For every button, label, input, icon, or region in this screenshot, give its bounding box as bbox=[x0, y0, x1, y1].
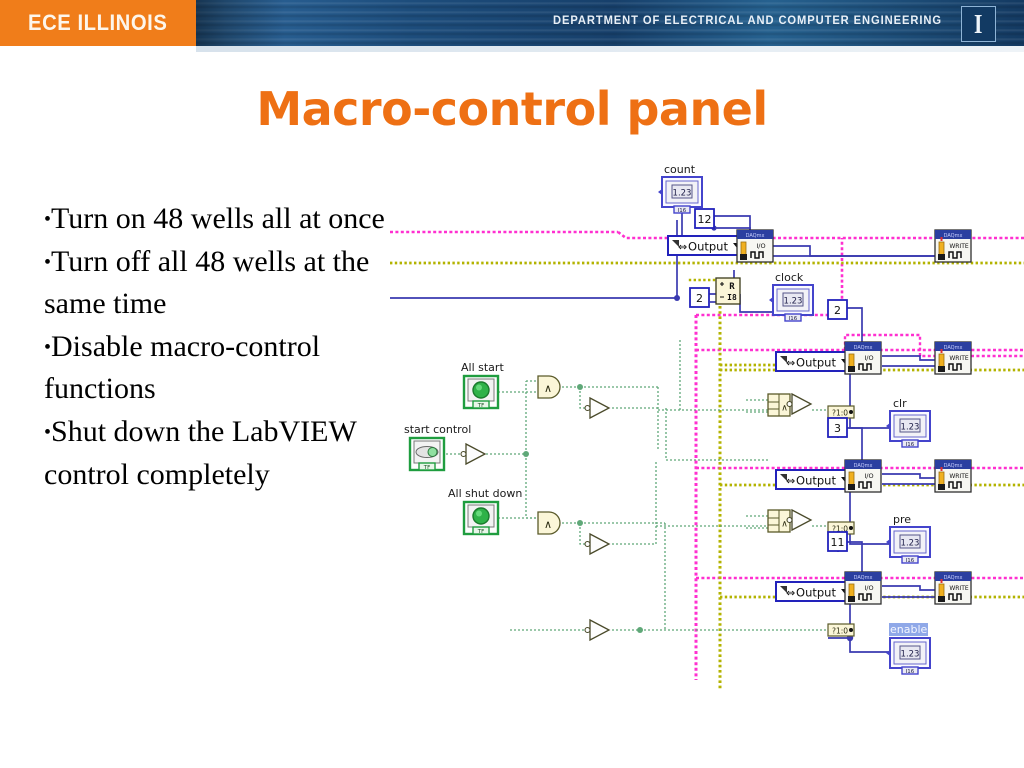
not-gate-start-control[interactable] bbox=[460, 443, 486, 465]
constant-2-b[interactable]: 2 bbox=[827, 299, 848, 320]
property-node-output-4[interactable] bbox=[775, 581, 855, 602]
list-item-text: Turn on 48 wells all at once bbox=[51, 202, 385, 235]
quotient-remainder-node[interactable] bbox=[715, 277, 741, 305]
block-i-logo-icon: I bbox=[961, 6, 996, 42]
constant-12[interactable]: 12 bbox=[694, 208, 715, 229]
department-title: DEPARTMENT OF ELECTRICAL AND COMPUTER EN… bbox=[553, 15, 942, 27]
all-start-control[interactable] bbox=[462, 374, 500, 411]
node-layer: 12 bbox=[408, 176, 972, 677]
bullet-marker-icon: • bbox=[44, 421, 52, 444]
list-item: •Disable macro-control functions bbox=[44, 326, 396, 411]
daqmx-io-node-4[interactable] bbox=[844, 571, 882, 605]
pre-indicator[interactable] bbox=[885, 526, 931, 566]
bullet-marker-icon: • bbox=[44, 208, 52, 231]
bullet-marker-icon: • bbox=[44, 251, 52, 273]
list-item: •Shut down the LabVIEW control completel… bbox=[44, 411, 396, 496]
enable-label: enable bbox=[889, 623, 929, 636]
svg-text:11: 11 bbox=[831, 536, 845, 549]
all-start-label: All start bbox=[461, 361, 504, 374]
start-control[interactable] bbox=[408, 436, 446, 473]
compare-node-1[interactable] bbox=[827, 405, 855, 419]
list-item-text: Shut down the LabVIEW control completely bbox=[44, 414, 357, 491]
list-item: •Turn on 48 wells all at once bbox=[44, 198, 396, 241]
ece-illinois-logo[interactable]: ECE ILLINOIS bbox=[0, 0, 196, 46]
count-label: count bbox=[664, 163, 696, 176]
svg-text:3: 3 bbox=[834, 422, 841, 435]
clr-indicator[interactable] bbox=[885, 410, 931, 450]
wire-layer bbox=[390, 207, 1024, 690]
site-header-banner: ECE ILLINOIS DEPARTMENT OF ELECTRICAL AN… bbox=[0, 0, 1024, 46]
property-node-output-2[interactable] bbox=[775, 351, 855, 372]
property-node-output-3[interactable] bbox=[775, 469, 855, 490]
constant-11[interactable]: 11 bbox=[827, 531, 848, 552]
ece-illinois-logo-text: ECE ILLINOIS bbox=[28, 10, 168, 35]
daqmx-write-node-4[interactable] bbox=[934, 571, 972, 605]
svg-text:2: 2 bbox=[834, 304, 841, 317]
constant-3[interactable]: 3 bbox=[827, 417, 848, 438]
clr-label: clr bbox=[893, 397, 907, 410]
list-item-text: Turn off all 48 wells at the same time bbox=[44, 244, 370, 321]
pre-label: pre bbox=[893, 513, 912, 526]
bullet-marker-icon: • bbox=[44, 336, 52, 359]
all-shut-down-control[interactable] bbox=[462, 500, 500, 537]
daqmx-write-node-2[interactable] bbox=[934, 341, 972, 375]
compare-node-3[interactable] bbox=[827, 623, 855, 637]
clock-label: clock bbox=[775, 271, 804, 284]
banner-underline bbox=[0, 46, 1024, 52]
bullet-list: •Turn on 48 wells all at once •Turn off … bbox=[44, 198, 396, 496]
green-mid-wires bbox=[746, 399, 770, 529]
daqmx-io-node-3[interactable] bbox=[844, 459, 882, 493]
page-title: Macro-control panel bbox=[256, 82, 768, 136]
not-gate-2[interactable] bbox=[584, 533, 610, 555]
and-gate-2[interactable] bbox=[537, 511, 561, 535]
not-gate-bottom[interactable] bbox=[584, 619, 610, 641]
property-node-output-1[interactable] bbox=[667, 235, 747, 256]
daqmx-write-node-3[interactable] bbox=[934, 459, 972, 493]
all-shut-down-label: All shut down bbox=[448, 487, 523, 500]
constant-2-a[interactable]: 2 bbox=[689, 287, 710, 308]
svg-text:2: 2 bbox=[696, 292, 703, 305]
and-gate-1[interactable] bbox=[537, 375, 561, 399]
svg-text:12: 12 bbox=[698, 213, 712, 226]
daqmx-io-node-1[interactable] bbox=[736, 229, 774, 263]
olive-bus-wires bbox=[390, 261, 1024, 690]
enable-indicator[interactable] bbox=[885, 637, 931, 677]
not-gate-1[interactable] bbox=[584, 397, 610, 419]
block-i-glyph: I bbox=[974, 8, 983, 39]
daqmx-write-node-1[interactable] bbox=[934, 229, 972, 263]
list-item: •Turn off all 48 wells at the same time bbox=[44, 241, 396, 326]
banner-shadow bbox=[195, 0, 285, 46]
clock-indicator[interactable] bbox=[768, 284, 814, 324]
daqmx-io-node-2[interactable] bbox=[844, 341, 882, 375]
list-item-text: Disable macro-control functions bbox=[44, 329, 321, 406]
labview-block-diagram: 1.23 I16 TF bbox=[390, 160, 1024, 705]
start-control-label: start control bbox=[404, 423, 472, 436]
